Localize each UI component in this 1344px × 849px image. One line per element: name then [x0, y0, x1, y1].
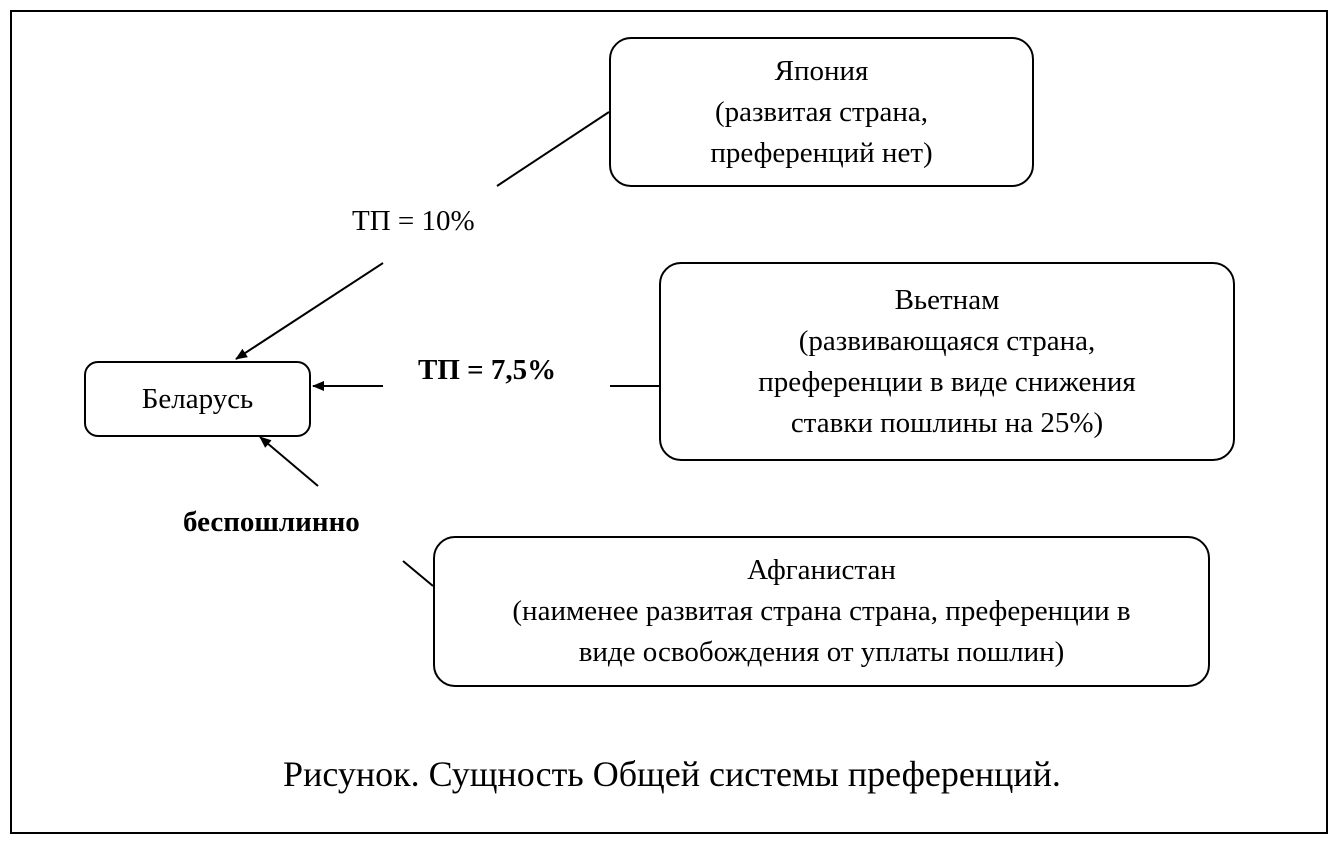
- node-afghanistan: Афганистан (наименее развитая страна стр…: [433, 536, 1210, 687]
- node-japan-title: Япония: [774, 54, 869, 87]
- edge-label-afghanistan: беспошлинно: [183, 506, 360, 538]
- connector-afghanistan-upper-arrow: [259, 436, 319, 487]
- node-afghanistan-title: Афганистан: [747, 554, 896, 586]
- edge-label-vietnam: ТП = 7,5%: [418, 354, 557, 386]
- node-belarus: Беларусь: [84, 361, 311, 437]
- figure-frame: [10, 10, 1328, 834]
- node-vietnam-line-4: ставки пошлины на 25%): [790, 406, 1104, 439]
- node-japan-line-3: преференций нет): [710, 136, 933, 169]
- node-vietnam-line-3: преференции в виде снижения: [758, 365, 1136, 398]
- node-belarus-label: Беларусь: [141, 382, 254, 415]
- node-vietnam-title: Вьетнам: [894, 283, 1000, 316]
- edge-label-japan: ТП = 10%: [352, 205, 475, 237]
- connector-afghanistan-lower: [402, 560, 434, 587]
- connector-japan-upper: [496, 111, 610, 187]
- connector-japan-lower-arrow: [235, 262, 384, 360]
- node-afghanistan-line-3: виде освобождения от уплаты пошлин): [578, 636, 1065, 668]
- node-vietnam: Вьетнам (развивающаяся страна, преференц…: [659, 262, 1235, 461]
- figure-caption: Рисунок. Сущность Общей системы преферен…: [283, 754, 1061, 794]
- node-afghanistan-line-2: (наименее развитая страна страна, префер…: [512, 595, 1131, 627]
- node-japan-line-2: (развитая страна,: [714, 95, 929, 128]
- node-japan: Япония (развитая страна, преференций нет…: [609, 37, 1034, 187]
- node-vietnam-line-2: (развивающаяся страна,: [798, 324, 1096, 357]
